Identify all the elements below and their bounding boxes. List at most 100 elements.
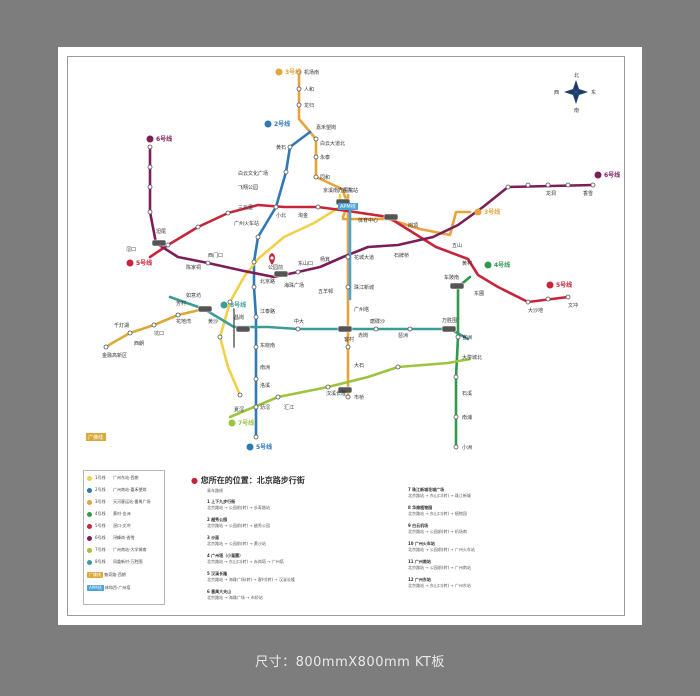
tag-apm: APM线 bbox=[340, 203, 356, 210]
location-pin-icon bbox=[269, 253, 275, 265]
st-sanyuanli: 三元里 bbox=[238, 205, 253, 211]
st-airport: 机场南 bbox=[304, 69, 319, 76]
legend-dot-icon bbox=[87, 500, 92, 505]
size-caption: 尺寸：800mmX800mm KT板 bbox=[0, 651, 700, 670]
legend-item: 6号线浔峰岗-香雪 bbox=[87, 535, 163, 544]
st-yangji: 杨箕 bbox=[320, 256, 330, 263]
st-yongtai: 永泰 bbox=[320, 154, 330, 161]
st-nanzhou: 南洲 bbox=[260, 364, 270, 371]
st-renhe: 人和 bbox=[304, 86, 314, 93]
legend-dot-icon bbox=[87, 512, 92, 517]
legend-item: 广佛线 魁奇路-西朗 bbox=[87, 572, 163, 581]
st-xiangxue: 香雪 bbox=[583, 190, 593, 197]
st-chenjiaci: 陈家祠 bbox=[186, 264, 201, 271]
compass-west: 西 bbox=[554, 90, 559, 96]
st-xiaobei: 小北 bbox=[276, 212, 286, 219]
st-lijiao: 沥滘 bbox=[260, 404, 270, 411]
location-pin-icon: ● bbox=[191, 476, 198, 485]
st-dongxiaonan: 东晓南 bbox=[260, 342, 275, 349]
st-ruyifang: 如意坊 bbox=[186, 292, 201, 299]
st-kecun: 客村 bbox=[344, 336, 354, 343]
st-shiqiao: 市桥 bbox=[354, 394, 364, 401]
st-kengkou: 坑口 bbox=[154, 330, 164, 337]
st-gongyuan: 公园前 bbox=[268, 264, 283, 271]
st-wanshengwei: 万胜围 bbox=[442, 317, 457, 324]
tag-line3-east: 3号线 bbox=[484, 208, 500, 216]
st-baiyunds: 白云大道北 bbox=[320, 140, 345, 147]
st-gzdong: 广州东站 bbox=[338, 187, 358, 194]
route-item: 2 越秀公园北京路站 → 公园前(转) → 越秀公园 bbox=[207, 517, 270, 529]
legend-dot-icon bbox=[87, 476, 92, 481]
st-huangcun: 黄村 bbox=[462, 260, 472, 267]
st-tonghe: 同和 bbox=[320, 174, 330, 181]
st-wuyangcun: 五羊邨 bbox=[318, 288, 333, 295]
tag-guangfo: 广佛线 bbox=[88, 434, 103, 441]
route-item: 7 珠江新城花城广场北京路站 → 东山口(转) → 珠江新城 bbox=[408, 487, 471, 499]
line-8 bbox=[170, 297, 468, 339]
st-luoxi: 洛溪 bbox=[260, 382, 270, 389]
legend-dot-icon bbox=[87, 488, 92, 493]
st-chigang: 赤岗 bbox=[358, 333, 368, 339]
st-dashadi: 大沙地 bbox=[528, 307, 543, 314]
st-ximenkou: 西门口 bbox=[208, 252, 223, 259]
route-item: 3 沙面北京路站 → 公园前(转) → 黄沙站 bbox=[207, 535, 266, 547]
st-changgang: 昌岗 bbox=[234, 315, 244, 321]
st-nanpu: 南浦 bbox=[462, 414, 472, 421]
st-zhujiang: 珠江新城 bbox=[354, 284, 374, 291]
st-jiangtai: 江泰路 bbox=[260, 308, 275, 315]
st-wushan: 五山 bbox=[452, 242, 462, 249]
legend-item: 7号线广州南站-大学城南 bbox=[87, 547, 163, 556]
you-are-here-title: ● 您所在的位置：北京路步行街 bbox=[191, 475, 305, 486]
st-huijiang: 汇江 bbox=[284, 404, 294, 411]
st-hanxi: 汉溪长隆 bbox=[326, 390, 346, 397]
st-shipai: 石牌桥 bbox=[394, 252, 409, 259]
tag-line2-south: 5号线 bbox=[256, 443, 272, 451]
st-jinrong: 金融高新区 bbox=[102, 352, 127, 359]
st-dongshankou: 东山口 bbox=[298, 260, 313, 267]
st-qiandeng: 千灯湖 bbox=[114, 322, 129, 329]
route-item: 12 广州东站北京路站 → 东山口(转) → 广州东站 bbox=[408, 577, 471, 589]
st-feixiang: 飞翔公园 bbox=[238, 184, 258, 191]
st-xiajiao: 夏滘 bbox=[234, 406, 244, 413]
st-baiyunwh: 白云文化广场 bbox=[238, 170, 268, 177]
tag-line5-west: 5号线 bbox=[136, 259, 152, 267]
st-tanwei: 坦尾 bbox=[156, 228, 166, 235]
legend-item: 2号线广州南站-嘉禾望岗 bbox=[87, 487, 163, 496]
st-huacheng: 花城大道 bbox=[354, 254, 374, 261]
compass-east: 东 bbox=[591, 89, 596, 96]
compass-south: 南 bbox=[574, 107, 579, 114]
route-item: 9 白云机场北京路站 → 公园前(转) → 机场南 bbox=[408, 523, 467, 535]
legend-item: 3号线天河客运站-番禺广场 bbox=[87, 499, 163, 508]
st-xiaozhou: 小洲 bbox=[462, 444, 472, 451]
st-beijinglu: 北京路 bbox=[260, 278, 275, 285]
route-item: 6 番禺大夫山北京路站 → 海珠广场 → 市桥站 bbox=[207, 589, 263, 601]
st-jiahewl: 嘉禾望岗 bbox=[316, 124, 336, 131]
tag-line2: 2号线 bbox=[274, 120, 290, 128]
st-taojin: 淘金 bbox=[298, 212, 308, 219]
st-longdong: 龙洞 bbox=[546, 190, 556, 197]
legend-dot-icon bbox=[87, 560, 92, 565]
st-pazhou: 琶洲 bbox=[398, 333, 408, 339]
route-item: 4 广州塔（小蛮腰）北京路站 → 东山口(转) → 赤岗塔 → 广州塔 bbox=[207, 553, 284, 565]
route-item: 10 广州火车站北京路站 → 公园前(转) → 广州火车站 bbox=[408, 541, 475, 553]
st-jiaokou: 滘口 bbox=[126, 246, 136, 253]
tag-line5-east: 5号线 bbox=[556, 281, 572, 289]
legend-dot-icon bbox=[87, 536, 92, 541]
st-dashi: 大石 bbox=[354, 362, 364, 369]
st-haizhu: 海珠广场 bbox=[284, 282, 304, 289]
st-chebei: 车陂南 bbox=[444, 274, 459, 281]
route-item: 11 广州南站北京路站 → 公园前(转) → 广州南站 bbox=[408, 559, 471, 571]
st-huangsha: 黄沙 bbox=[208, 318, 218, 325]
tag-line4: 4号线 bbox=[494, 261, 510, 269]
st-gzhuoche: 广州火车站 bbox=[234, 220, 259, 227]
st-huangshi: 黄石 bbox=[276, 144, 286, 151]
st-modiesha: 磨碟沙 bbox=[370, 318, 385, 325]
tag-line8: 8号线 bbox=[230, 301, 246, 309]
legend-item: APM线 林和西-广州塔 bbox=[87, 585, 163, 594]
legend-dot-icon bbox=[87, 524, 92, 529]
st-guanzhou: 官洲 bbox=[462, 334, 472, 341]
legend-item: 4号线黄村-金洲 bbox=[87, 511, 163, 520]
st-zhongjiao: 中大 bbox=[294, 318, 304, 325]
st-tiyuzx: 体育中心 bbox=[358, 217, 378, 224]
route-item: 5 汉溪长隆北京路站 → 海珠广场(转) → 客村(转) → 汉溪长隆 bbox=[207, 571, 295, 583]
